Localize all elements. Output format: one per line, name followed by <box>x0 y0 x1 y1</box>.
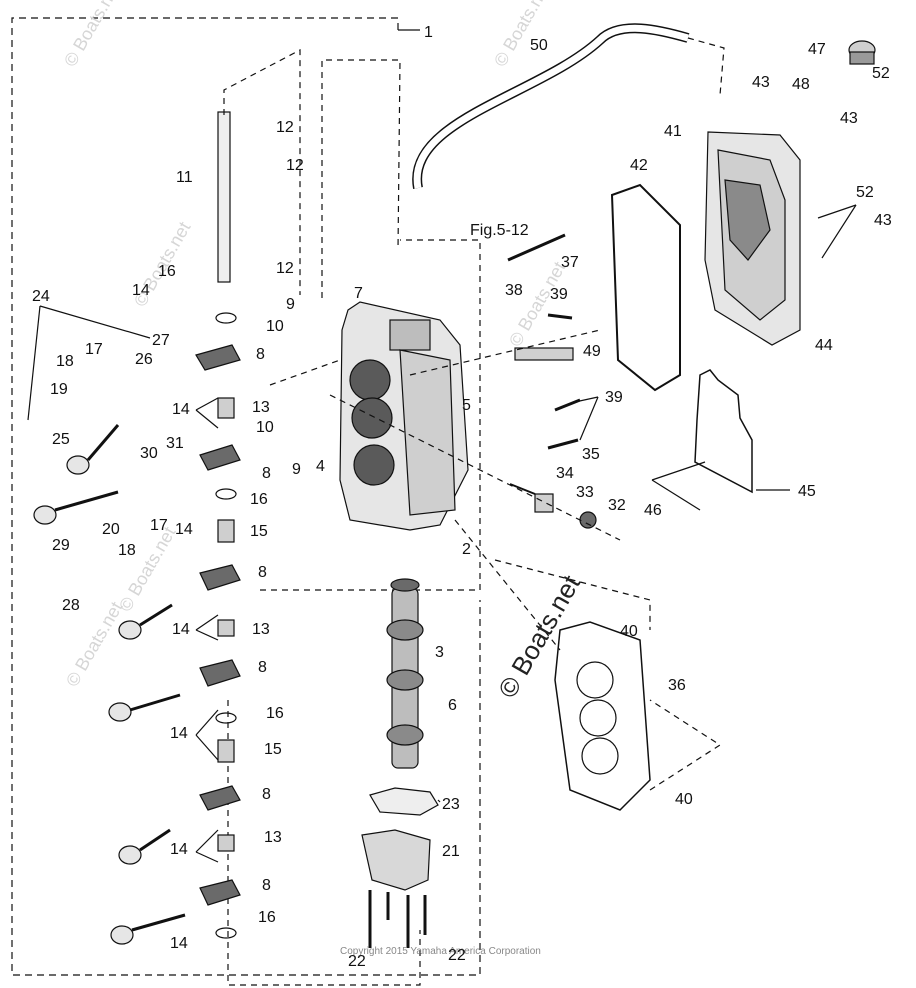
part-label: 32 <box>608 497 626 514</box>
part-label: 22 <box>348 953 366 970</box>
part-label: 27 <box>152 332 170 349</box>
part-label: 8 <box>258 659 267 676</box>
part-label: 52 <box>856 184 874 201</box>
part-label: 10 <box>266 318 284 335</box>
part-label: 17 <box>150 517 168 534</box>
part-label: 6 <box>448 697 457 714</box>
part-label: 26 <box>135 351 153 368</box>
part-label: 9 <box>292 461 301 478</box>
part-label: 36 <box>668 677 686 694</box>
part-label: 3 <box>435 644 444 661</box>
part-label: 52 <box>872 65 890 82</box>
part-label: 12 <box>276 119 294 136</box>
part-label: 14 <box>170 935 188 952</box>
thrust-plate <box>369 787 439 816</box>
part-label: 14 <box>172 621 190 638</box>
part-label: 13 <box>252 399 270 416</box>
part-label: 16 <box>250 491 268 508</box>
part-label: 37 <box>561 254 579 271</box>
part-label: 9 <box>286 296 295 313</box>
part-label: 29 <box>52 537 70 554</box>
part-label: 43 <box>874 212 892 229</box>
part-label: 39 <box>605 389 623 406</box>
part-label: 35 <box>582 446 600 463</box>
part-label: 42 <box>630 157 648 174</box>
part-label: 12 <box>286 157 304 174</box>
part-label: 23 <box>442 796 460 813</box>
part-label: 16 <box>158 263 176 280</box>
part-label: 24 <box>32 288 50 305</box>
figure-reference: Fig.5-12 <box>470 222 529 239</box>
part-label: 18 <box>118 542 136 559</box>
part-label: 13 <box>264 829 282 846</box>
part-label: 14 <box>175 521 193 538</box>
part-label: 16 <box>258 909 276 926</box>
part-label: 50 <box>530 37 548 54</box>
part-label: 45 <box>798 483 816 500</box>
part-label: 48 <box>792 76 810 93</box>
part-label: 14 <box>170 725 188 742</box>
part-label: 47 <box>808 41 826 58</box>
part-label: 46 <box>644 502 662 519</box>
part-label: 34 <box>556 465 574 482</box>
part-label: 28 <box>62 597 80 614</box>
part-label: 5 <box>462 397 471 414</box>
boundary-part-1 <box>11 17 481 976</box>
part-label: 22 <box>448 947 466 964</box>
part-label: 18 <box>56 353 74 370</box>
part-label: 19 <box>50 381 68 398</box>
part-label: 40 <box>675 791 693 808</box>
part-label: 8 <box>262 786 271 803</box>
part-label: 16 <box>266 705 284 722</box>
cover-plate <box>694 369 753 494</box>
part-label: 2 <box>462 541 471 558</box>
part-label: 1 <box>424 24 433 41</box>
rocker-shaft <box>217 111 231 283</box>
part-label: 38 <box>505 282 523 299</box>
part-label: 33 <box>576 484 594 501</box>
part-label: 7 <box>354 285 363 302</box>
copyright-text: Copyright 2015 Yamaha America Corporatio… <box>340 946 541 957</box>
part-label: 39 <box>550 286 568 303</box>
part-label: 15 <box>264 741 282 758</box>
part-label: 11 <box>176 169 193 186</box>
part-label: 25 <box>52 431 70 448</box>
part-label: 8 <box>262 465 271 482</box>
part-label: 30 <box>140 445 158 462</box>
part-label: 49 <box>583 343 601 360</box>
part-label: 12 <box>276 260 294 277</box>
part-label: 15 <box>250 523 268 540</box>
part-label: 8 <box>262 877 271 894</box>
part-label: 14 <box>170 841 188 858</box>
part-label: 43 <box>840 110 858 127</box>
part-label: 20 <box>102 521 120 538</box>
part-label: 8 <box>256 346 265 363</box>
part-label: 8 <box>258 564 267 581</box>
part-label: 13 <box>252 621 270 638</box>
part-label: 40 <box>620 623 638 640</box>
head-gasket <box>554 621 651 811</box>
part-label: 31 <box>166 435 184 452</box>
part-label: 14 <box>132 282 150 299</box>
head-cover-gasket <box>610 183 681 392</box>
part-label: 10 <box>256 419 274 436</box>
part-label: 14 <box>172 401 190 418</box>
pump-housing <box>361 829 431 891</box>
part-label: 21 <box>442 843 460 860</box>
part-label: 43 <box>752 74 770 91</box>
boundary-head <box>321 59 401 298</box>
part-label: 17 <box>85 341 103 358</box>
part-label: 4 <box>316 458 325 475</box>
part-label: 44 <box>815 337 833 354</box>
part-label: 41 <box>664 123 682 140</box>
